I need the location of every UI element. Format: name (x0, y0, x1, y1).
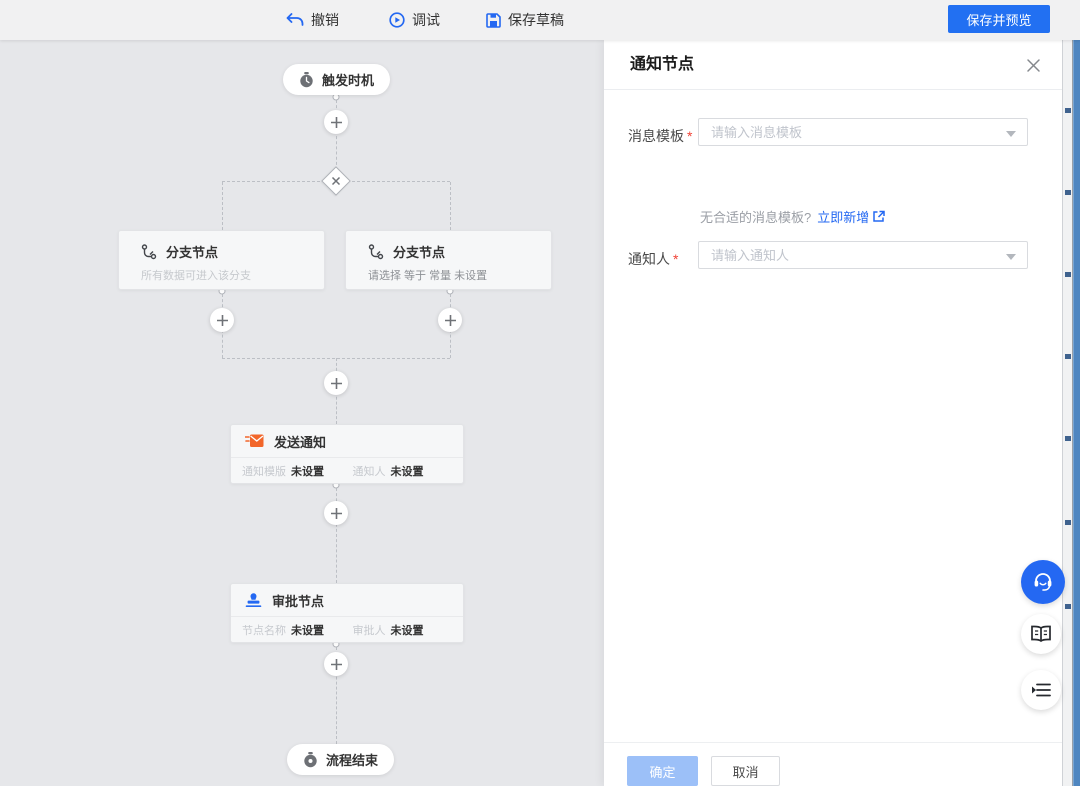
panel-footer: 确定 取消 (604, 742, 1062, 786)
approval-node-title: 审批节点 (272, 593, 325, 609)
create-template-link[interactable]: 立即新增 (817, 207, 885, 226)
headset-icon (1034, 573, 1052, 591)
notify-field-value: 未设置 (390, 466, 424, 478)
scrollbar-marker (1065, 190, 1071, 195)
window-edge-strip (1073, 0, 1080, 786)
approval-node[interactable]: 审批节点 节点名称 未设置 审批人 未设置 (230, 583, 464, 643)
add-node-button[interactable] (438, 308, 462, 332)
external-link-icon (873, 210, 885, 222)
add-node-button[interactable] (210, 308, 234, 332)
branch-node-right[interactable]: 分支节点 请选择 等于 常量 未设置 (345, 230, 552, 290)
close-panel-button[interactable] (1022, 54, 1044, 76)
branch-node-subtitle: 请选择 等于 常量 未设置 (368, 270, 488, 282)
branch-node-title: 分支节点 (166, 245, 219, 260)
required-mark: * (687, 128, 693, 144)
save-preview-button[interactable]: 保存并预览 (948, 5, 1050, 33)
approval-field-label: 节点名称 (242, 625, 286, 637)
undo-label: 撤销 (311, 12, 339, 28)
vertical-scrollbar[interactable] (1062, 0, 1073, 786)
panel-header: 通知节点 (604, 40, 1062, 90)
approval-field-label: 审批人 (352, 625, 386, 637)
save-draft-label: 保存草稿 (508, 12, 564, 28)
template-hint: 无合适的消息模板? 立即新增 (700, 207, 885, 226)
gateway-node[interactable] (321, 166, 351, 196)
top-toolbar: 撤销 调试 保存草稿 保存并预览 (0, 0, 1080, 40)
scrollbar-marker (1065, 354, 1071, 359)
trigger-node[interactable]: 触发时机 (283, 64, 391, 95)
workflow-log-button[interactable] (1021, 670, 1061, 710)
indent-list-icon (1032, 683, 1051, 697)
branch-node-left[interactable]: 分支节点 所有数据可进入该分支 (118, 230, 325, 290)
scrollbar-marker (1065, 436, 1071, 441)
stamp-icon (245, 593, 262, 607)
confirm-button[interactable]: 确定 (627, 756, 698, 786)
debug-button[interactable]: 调试 (389, 0, 440, 40)
connector-line (222, 182, 223, 230)
required-mark: * (673, 251, 679, 267)
add-node-button[interactable] (324, 371, 348, 395)
connector-line (336, 488, 337, 583)
add-node-button[interactable] (324, 110, 348, 134)
panel-title: 通知节点 (630, 56, 695, 73)
message-template-label: 消息模板* (628, 128, 693, 144)
notify-node[interactable]: 发送通知 通知模版 未设置 通知人 未设置 (230, 424, 464, 484)
stopwatch-icon (304, 751, 317, 767)
scrollbar-marker (1065, 272, 1071, 277)
stopwatch-icon (300, 71, 313, 87)
notify-field-label: 通知模版 (242, 466, 286, 478)
trigger-node-label: 触发时机 (322, 73, 375, 88)
branch-node-title: 分支节点 (393, 245, 446, 260)
connector-line (336, 647, 337, 744)
connector-line (336, 100, 337, 170)
approval-field-value: 未设置 (291, 625, 324, 637)
undo-icon (286, 13, 304, 26)
branch-icon (141, 243, 157, 259)
notify-person-select[interactable] (698, 241, 1028, 269)
save-icon (486, 12, 501, 28)
notify-node-title: 发送通知 (274, 434, 327, 450)
notify-field-label: 通知人 (352, 466, 386, 478)
notify-person-label: 通知人* (628, 251, 679, 267)
debug-label: 调试 (412, 12, 440, 28)
branch-node-subtitle: 所有数据可进入该分支 (141, 270, 251, 282)
message-template-input[interactable] (699, 119, 1027, 145)
docs-button[interactable] (1021, 614, 1061, 654)
notify-person-input[interactable] (699, 242, 1027, 268)
customer-service-button[interactable] (1021, 560, 1065, 604)
scrollbar-marker (1065, 520, 1071, 525)
send-mail-icon (245, 434, 264, 447)
undo-button[interactable]: 撤销 (286, 0, 339, 40)
close-icon (1026, 58, 1040, 72)
cancel-button[interactable]: 取消 (711, 756, 780, 786)
add-node-button[interactable] (324, 501, 348, 525)
play-circle-icon (389, 12, 405, 28)
connector-line (450, 182, 451, 230)
approval-field-value: 未设置 (390, 625, 424, 637)
open-book-icon (1031, 625, 1051, 643)
node-config-panel: 通知节点 消息模板* 无合适的消息模板? 立即新增 (604, 40, 1062, 786)
flow-end-node[interactable]: 流程结束 (287, 744, 395, 775)
flow-end-label: 流程结束 (326, 753, 379, 768)
hint-text: 无合适的消息模板? (700, 210, 812, 225)
scrollbar-marker (1065, 604, 1071, 609)
message-template-select[interactable] (698, 118, 1028, 146)
branch-icon (368, 243, 384, 259)
add-node-button[interactable] (324, 652, 348, 676)
gateway-x-icon (327, 172, 346, 191)
save-draft-button[interactable]: 保存草稿 (486, 0, 564, 40)
scrollbar-marker (1065, 108, 1071, 113)
notify-field-value: 未设置 (291, 466, 324, 478)
flow-canvas[interactable]: 触发时机 分支节点 所有数据可进入该分支 (0, 40, 604, 786)
